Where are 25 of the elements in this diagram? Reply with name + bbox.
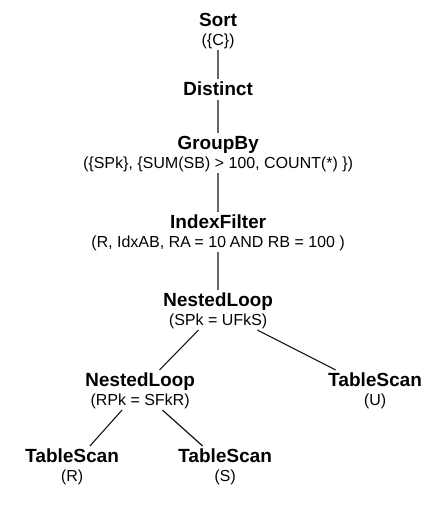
tree-edge [217,252,219,290]
operator-name: IndexFilter [170,212,266,233]
operator-arguments: (R, IdxAB, RA = 10 AND RB = 100 ) [91,233,345,252]
operator-arguments: (S) [214,467,236,486]
operator-arguments: (R) [60,467,84,486]
operator-name: TableScan [25,446,119,467]
operator-arguments: (RPk = SFkR) [90,391,190,410]
operator-arguments: (SPk = UFkS) [168,311,268,330]
operator-arguments: (U) [364,391,386,410]
operator-name: NestedLoop [85,370,195,391]
operator-arguments: ({C}) [202,31,234,50]
tree-edge [159,330,199,370]
operator-name: Sort [199,10,237,31]
operator-arguments: ({SPk}, {SUM(SB) > 100, COUNT(*) }) [83,154,353,173]
operator-name: NestedLoop [163,290,273,311]
tree-edge [217,173,219,212]
tree-edge [217,50,219,79]
tree-edge [256,329,336,371]
operator-name: TableScan [328,370,422,391]
operator-name: Distinct [183,79,253,100]
tree-edge [217,100,219,133]
tree-edge [89,410,123,446]
tree-edge [162,410,204,446]
operator-name: GroupBy [177,133,259,154]
operator-name: TableScan [178,446,272,467]
